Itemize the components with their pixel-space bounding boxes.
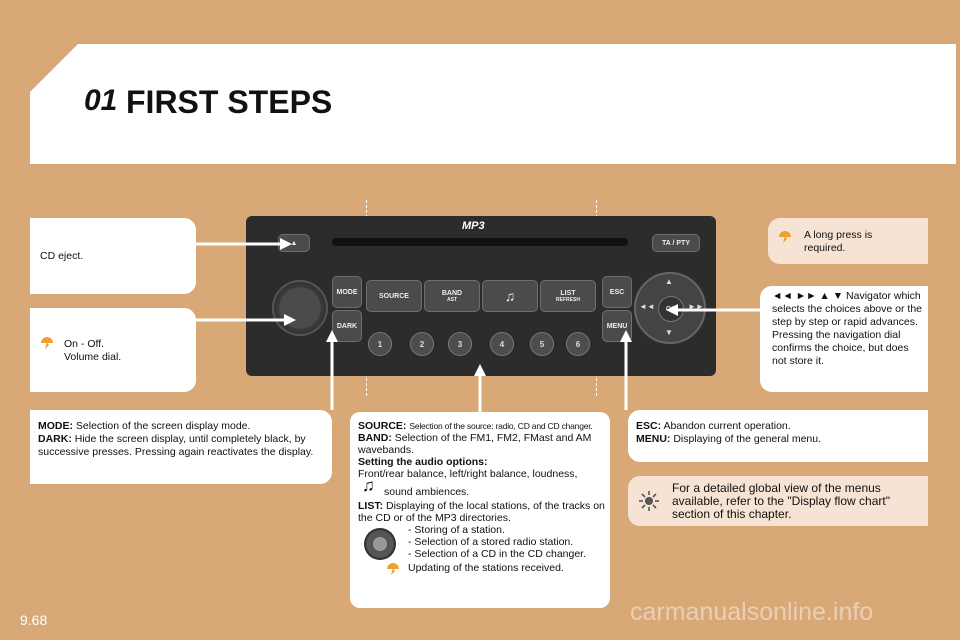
- watermark: carmanualsonline.info: [630, 598, 874, 626]
- nav-text: Navigator which selects the choices abov…: [772, 290, 923, 328]
- arrow-down-icon: ▼: [665, 328, 673, 337]
- eject-button[interactable]: ▲: [278, 234, 310, 252]
- volume-text: Volume dial.: [64, 351, 122, 363]
- preset-5-button[interactable]: 5: [530, 332, 554, 356]
- tip-icon: [779, 231, 791, 243]
- list-text: Displaying of the local stations, of the…: [358, 500, 605, 524]
- source-button[interactable]: SOURCE: [366, 280, 422, 312]
- source-text: Selection of the source: radio, CD and C…: [409, 421, 593, 431]
- esc-label: ESC:: [636, 420, 662, 432]
- music-note-icon: ♫: [362, 476, 375, 495]
- mode-dark-panel: MODE: Selection of the screen display mo…: [30, 410, 332, 484]
- setting-text: Front/rear balance, left/right balance, …: [358, 468, 578, 480]
- mp3-logo: MP3: [462, 220, 485, 232]
- on-off-text: On - Off.: [64, 338, 105, 350]
- mode-text: Selection of the screen display mode.: [75, 420, 251, 432]
- mode-label: MODE:: [38, 420, 73, 432]
- list-item-3: - Selection of a CD in the CD changer.: [408, 548, 587, 560]
- source-band-panel: SOURCE: Selection of the source: radio, …: [350, 412, 610, 608]
- band-text: Selection of the FM1, FM2, FMast and AM …: [358, 432, 592, 456]
- esc-button[interactable]: ESC: [602, 276, 632, 308]
- menu-label: MENU:: [636, 433, 671, 445]
- detail-text: For a detailed global view of the menus …: [672, 481, 890, 521]
- navigator-dial[interactable]: ▲ ▼ ◄◄ ►► OK: [634, 272, 706, 344]
- preset-3-button[interactable]: 3: [448, 332, 472, 356]
- dark-button[interactable]: DARK: [332, 310, 362, 342]
- navigator-panel: ◄◄ ►► ▲ ▼ Navigator which selects the ch…: [760, 286, 928, 392]
- volume-knob[interactable]: [272, 280, 328, 336]
- audio-settings-button[interactable]: ♫: [482, 280, 538, 312]
- updating-text: Updating of the stations received.: [408, 562, 564, 574]
- dial-icon: [364, 528, 396, 560]
- nav-text-2: Pressing the navigation dial confirms th…: [772, 329, 909, 367]
- preset-6-button[interactable]: 6: [566, 332, 590, 356]
- cd-slot: [332, 238, 628, 246]
- arrow-up-icon: ▲: [665, 277, 673, 286]
- tip-icon: [387, 563, 399, 575]
- power-panel: On - Off. Volume dial.: [30, 308, 196, 392]
- preset-2-button[interactable]: 2: [410, 332, 434, 356]
- cd-eject-panel: CD eject.: [30, 218, 196, 294]
- menu-button[interactable]: MENU: [602, 310, 632, 342]
- source-label: SOURCE:: [358, 420, 407, 432]
- page-title: FIRST STEPS: [126, 84, 333, 120]
- sun-icon: [639, 491, 659, 511]
- mode-button[interactable]: MODE: [332, 276, 362, 308]
- preset-4-button[interactable]: 4: [490, 332, 514, 356]
- eject-icon: ▲: [290, 239, 298, 247]
- music-note-icon: ♫: [504, 288, 516, 304]
- ta-pty-button[interactable]: TA / PTY: [652, 234, 700, 252]
- list-item-1: - Storing of a station.: [408, 524, 505, 536]
- rewind-icon: ◄◄: [639, 302, 655, 311]
- forward-icon: ►►: [688, 302, 704, 311]
- preset-1-button[interactable]: 1: [368, 332, 392, 356]
- sound-ambience-text: sound ambiences.: [384, 486, 470, 498]
- esc-menu-panel: ESC: Abandon current operation. MENU: Di…: [628, 410, 928, 462]
- menu-text: Displaying of the general menu.: [673, 433, 822, 445]
- page-number: 9.68: [20, 612, 48, 628]
- dark-text: Hide the screen display, until completel…: [38, 433, 314, 458]
- esc-text: Abandon current operation.: [663, 420, 791, 432]
- list-label: LIST:: [358, 500, 384, 512]
- setting-label: Setting the audio options:: [358, 456, 488, 468]
- tip-icon: [41, 337, 53, 349]
- long-press-panel: A long press is required.: [768, 218, 928, 264]
- chapter-number: 01: [84, 84, 118, 117]
- list-item-2: - Selection of a stored radio station.: [408, 536, 574, 548]
- dark-label: DARK:: [38, 433, 72, 445]
- long-press-text: A long press is required.: [804, 229, 873, 254]
- ok-button[interactable]: OK: [658, 296, 684, 322]
- nav-arrows-icon: ◄◄ ►► ▲ ▼: [772, 290, 844, 302]
- band-label: BAND:: [358, 432, 392, 444]
- cd-eject-text: CD eject.: [40, 250, 84, 262]
- header-banner: [30, 44, 956, 164]
- detail-panel: For a detailed global view of the menus …: [628, 476, 928, 526]
